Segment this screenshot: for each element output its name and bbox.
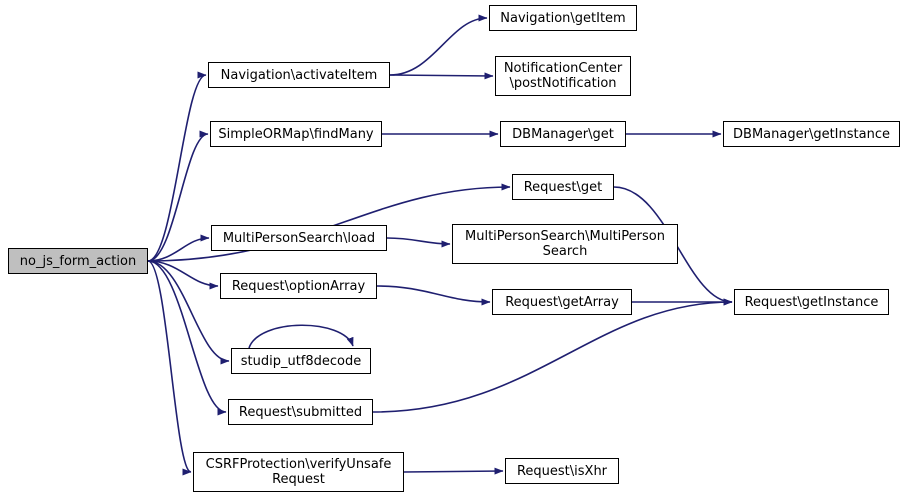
graph-node-label: MultiPersonSearch\load xyxy=(222,230,376,246)
graph-node-label: no_js_form_action xyxy=(19,253,137,269)
graph-node-label: Request\optionArray xyxy=(231,278,366,294)
graph-node-request-get[interactable]: Request\get xyxy=(512,174,614,200)
graph-node-label: Navigation\getItem xyxy=(500,10,626,26)
graph-node-dbmanager-getinstance[interactable]: DBManager\getInstance xyxy=(723,121,900,147)
graph-node-request-submitted[interactable]: Request\submitted xyxy=(228,399,373,425)
graph-node-label: DBManager\get xyxy=(512,126,614,142)
graph-node-label: Request\submitted xyxy=(238,404,363,420)
graph-node-request-isxhr[interactable]: Request\isXhr xyxy=(505,458,619,484)
edge-no-js-form-action-to-multipersonsearch-load xyxy=(147,234,210,262)
edge-no-js-form-action-to-studip-utf8decode xyxy=(147,260,230,365)
graph-node-label: studip_utf8decode xyxy=(240,353,362,369)
graph-node-studip-utf8decode[interactable]: studip_utf8decode xyxy=(231,348,371,374)
graph-node-label: Request\isXhr xyxy=(516,463,608,479)
edge-request-submitted-to-request-getinstance xyxy=(372,298,733,413)
graph-node-dbmanager-get[interactable]: DBManager\get xyxy=(500,121,626,147)
graph-node-request-optionarray[interactable]: Request\optionArray xyxy=(220,273,377,299)
graph-node-label: MultiPersonSearch\MultiPerson Search xyxy=(465,229,665,259)
graph-node-notificationcenter-postnotification[interactable]: NotificationCenter \postNotification xyxy=(495,56,631,96)
graph-node-label: Request\getArray xyxy=(505,294,619,310)
graph-node-label: Request\get xyxy=(523,179,603,195)
edge-request-optionarray-to-request-getarray xyxy=(376,285,491,306)
graph-node-label: SimpleORMap\findMany xyxy=(218,126,374,142)
graph-node-csrfprotection-verifyunsaferequest[interactable]: CSRFProtection\verifyUnsafe Request xyxy=(193,452,404,492)
edge-csrfprotection-verifyunsaferequest-to-request-isxhr xyxy=(403,467,504,475)
graph-node-label: Request\getInstance xyxy=(744,294,879,310)
edge-no-js-form-action-to-csrfprotection-verifyunsaferequest xyxy=(147,260,192,476)
edge-no-js-form-action-to-navigation-activateitem xyxy=(147,71,207,262)
graph-node-request-getinstance[interactable]: Request\getInstance xyxy=(734,289,889,315)
graph-node-label: DBManager\getInstance xyxy=(733,126,890,142)
graph-node-no-js-form-action[interactable]: no_js_form_action xyxy=(8,248,148,274)
graph-node-navigation-activateitem[interactable]: Navigation\activateItem xyxy=(208,62,390,88)
graph-node-request-getarray[interactable]: Request\getArray xyxy=(492,289,632,315)
graph-node-navigation-getitem[interactable]: Navigation\getItem xyxy=(489,5,637,31)
graph-node-multipersonsearch-multipersonsearch[interactable]: MultiPersonSearch\MultiPerson Search xyxy=(452,224,678,264)
graph-node-label: CSRFProtection\verifyUnsafe Request xyxy=(205,457,392,487)
edge-studip-utf8decode-to-studip-utf8decode xyxy=(248,324,354,349)
graph-node-simpleormap-findmany[interactable]: SimpleORMap\findMany xyxy=(210,121,382,147)
edge-navigation-activateitem-to-navigation-getitem xyxy=(389,14,488,76)
graph-node-multipersonsearch-load[interactable]: MultiPersonSearch\load xyxy=(211,225,387,251)
edge-no-js-form-action-to-request-submitted xyxy=(147,260,227,416)
edge-no-js-form-action-to-request-optionarray xyxy=(147,260,219,290)
graph-node-label: NotificationCenter \postNotification xyxy=(503,61,623,91)
edge-multipersonsearch-load-to-multipersonsearch-multipersonsearch xyxy=(386,237,451,248)
graph-node-label: Navigation\activateItem xyxy=(220,67,378,83)
edge-no-js-form-action-to-simpleormap-findmany xyxy=(147,130,209,262)
edge-navigation-activateitem-to-notificationcenter-postnotification xyxy=(389,72,494,80)
